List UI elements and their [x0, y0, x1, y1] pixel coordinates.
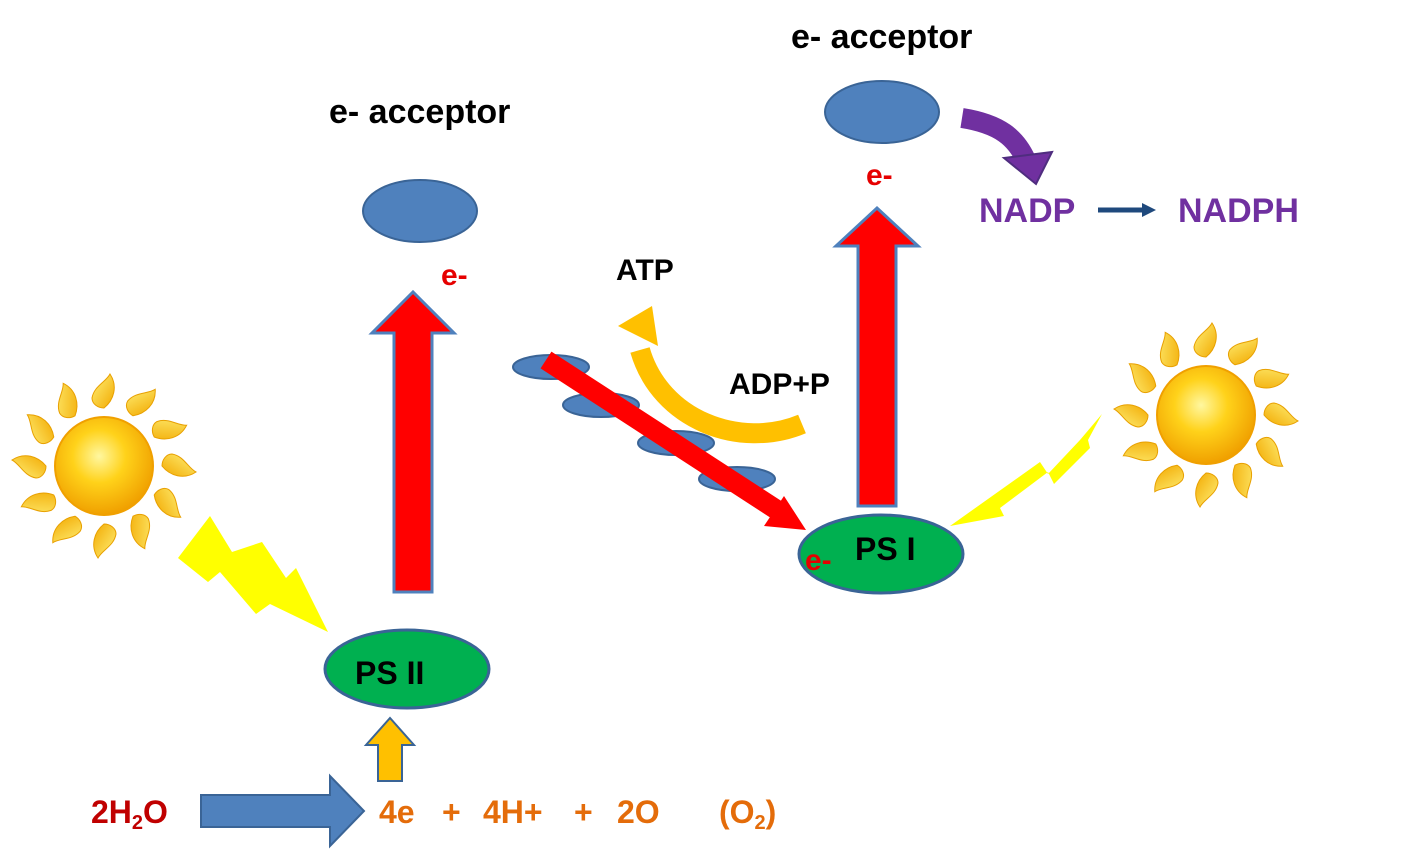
electron-label-left: e- — [441, 259, 468, 292]
electron-acceptor-left — [362, 179, 478, 243]
protons-product: 4H+ — [483, 794, 543, 830]
nadph-label: NADPH — [1178, 192, 1299, 230]
photosystem-1 — [797, 513, 965, 595]
adp-label: ADP+P — [729, 368, 830, 401]
oxygen-molecule-label: (O2) — [719, 794, 777, 834]
excitation-arrow-ps2 — [368, 289, 458, 594]
electron-label-ps1: e- — [805, 544, 832, 577]
lightning-icon — [950, 414, 1102, 526]
sun-icon — [1113, 322, 1299, 508]
electrons-product: 4e — [379, 794, 415, 830]
acceptor-label-left: e- acceptor — [329, 93, 511, 131]
photosystem-2 — [323, 628, 491, 710]
sun-icon — [11, 373, 197, 559]
excitation-arrow-ps1 — [832, 205, 922, 508]
water-splitting-arrow — [200, 773, 366, 849]
atp-label: ATP — [616, 254, 674, 287]
nadp-label: NADP — [979, 192, 1076, 230]
electron-supply-arrow — [363, 716, 417, 782]
sun-disc — [54, 416, 154, 516]
plus-sign: + — [442, 794, 461, 830]
electron-label-right: e- — [866, 159, 893, 192]
nadp-to-nadph-arrow — [1098, 203, 1156, 217]
electron-acceptor-right — [824, 80, 940, 144]
lightning-icon — [178, 516, 328, 632]
ps2-label: PS II — [355, 655, 425, 691]
electron-transport-arrow — [540, 351, 806, 530]
oxygen-product: 2O — [617, 794, 660, 830]
nadp-reduction-arrow — [960, 108, 1054, 186]
atp-synthesis-arrow — [618, 306, 806, 444]
plus-sign: + — [574, 794, 593, 830]
ps1-label: PS I — [855, 531, 916, 567]
sun-disc — [1156, 365, 1256, 465]
water-label: 2H2O — [91, 794, 168, 834]
acceptor-label-right: e- acceptor — [791, 18, 973, 56]
